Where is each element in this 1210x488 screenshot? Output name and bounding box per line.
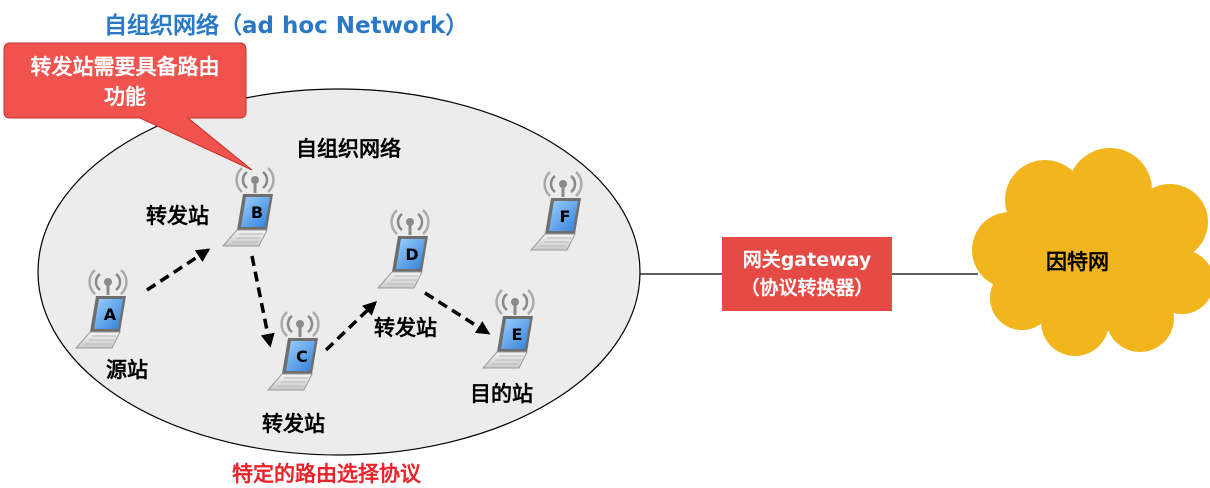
node-d-role: 转发站 — [374, 316, 437, 340]
routing-path — [146, 248, 491, 352]
arrow-c-d — [324, 301, 378, 352]
routing-protocol-label: 特定的路由选择协议 — [232, 462, 421, 486]
arrow-a-b — [146, 248, 211, 292]
callout-line-1: 转发站需要具备路由 — [30, 55, 220, 79]
node-b-role: 转发站 — [146, 204, 209, 228]
node-c-role: 转发站 — [262, 412, 325, 436]
node-a-role: 源站 — [106, 358, 148, 382]
node-d-letter: D — [405, 245, 418, 264]
page-title: 自组织网络（ad hoc Network） — [104, 13, 469, 39]
callout-line-2: 功能 — [104, 85, 146, 109]
node-e-role: 目的站 — [470, 382, 533, 406]
arrow-d-e — [424, 291, 491, 335]
network-label: 自组织网络 — [296, 137, 401, 161]
gateway-box: 网关gateway （协议转换器） — [722, 237, 892, 311]
node-e-letter: E — [512, 325, 523, 344]
gateway-line-2: （协议转换器） — [740, 277, 874, 299]
callout-bubble — [3, 42, 253, 171]
callout-text: 转发站需要具备路由 功能 — [6, 52, 244, 112]
gateway-line-1: 网关gateway — [742, 249, 872, 271]
internet-cloud — [972, 148, 1210, 356]
node-f-letter: F — [560, 207, 571, 226]
node-c-letter: C — [296, 347, 308, 366]
node-b-letter: B — [251, 203, 263, 222]
internet-label: 因特网 — [1046, 250, 1109, 274]
node-a-letter: A — [104, 305, 117, 324]
